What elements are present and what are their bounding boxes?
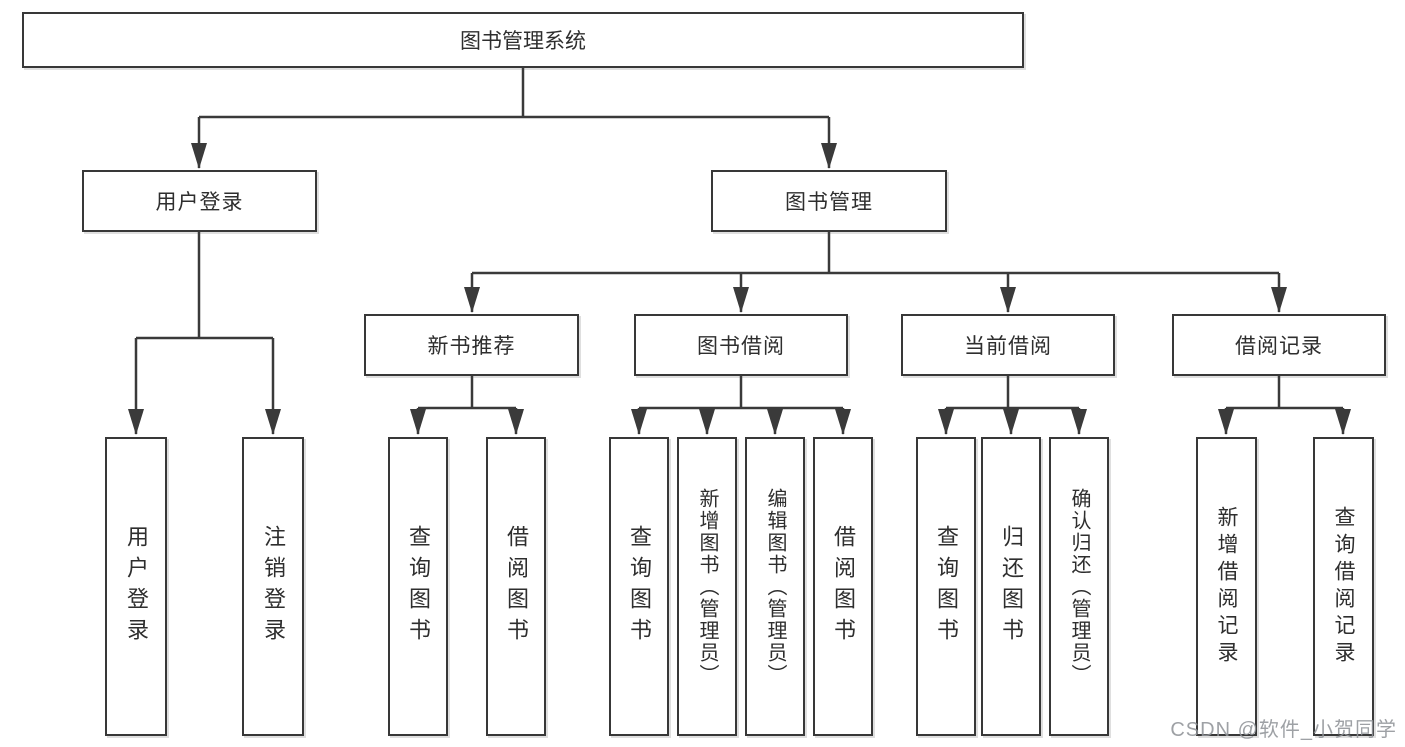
node-label: 新增图书（管理员） [696, 487, 718, 686]
node-label: 借阅图书 [504, 524, 529, 649]
node-label: 注销登录 [261, 524, 286, 649]
leaf-confirm-return-admin: 确认归还（管理员） [1049, 437, 1109, 736]
node-label: 查询借阅记录 [1332, 505, 1355, 668]
leaf-return-books: 归还图书 [981, 437, 1041, 736]
leaf-query-books-current: 查询图书 [916, 437, 976, 736]
node-label: 借阅记录 [1235, 335, 1323, 358]
leaf-borrow-books-borrowing: 借阅图书 [813, 437, 873, 736]
node-label: 归还图书 [999, 524, 1024, 649]
node-label: 新书推荐 [427, 335, 516, 358]
node-label: 确认归还（管理员） [1068, 487, 1090, 686]
leaf-add-book-admin: 新增图书（管理员） [677, 437, 737, 736]
node-new-book-recommend: 新书推荐 [364, 314, 579, 376]
leaf-borrow-books-recommend: 借阅图书 [486, 437, 546, 736]
node-borrowing-records: 借阅记录 [1172, 314, 1386, 376]
node-label: 用户登录 [155, 191, 244, 214]
node-book-management: 图书管理 [711, 170, 947, 232]
node-label: 当前借阅 [964, 335, 1052, 358]
node-label: 图书借阅 [697, 335, 785, 358]
node-label: 新增借阅记录 [1215, 505, 1238, 668]
node-label: 查询图书 [934, 524, 959, 649]
node-book-borrowing: 图书借阅 [634, 314, 848, 376]
leaf-query-books-recommend: 查询图书 [388, 437, 448, 736]
watermark: CSDN @软件_小贺同学 [1170, 719, 1397, 741]
leaf-logout: 注销登录 [242, 437, 304, 736]
node-label: 图书管理 [785, 191, 873, 214]
leaf-user-login: 用户登录 [105, 437, 167, 736]
leaf-edit-book-admin: 编辑图书（管理员） [745, 437, 805, 736]
node-label: 查询图书 [406, 524, 431, 649]
node-label: 编辑图书（管理员） [764, 487, 786, 686]
node-label: 查询图书 [627, 524, 652, 649]
node-library-system: 图书管理系统 [22, 12, 1024, 68]
node-current-borrowing: 当前借阅 [901, 314, 1115, 376]
leaf-query-borrow-record: 查询借阅记录 [1313, 437, 1374, 736]
node-label: 图书管理系统 [460, 30, 586, 53]
node-user-login: 用户登录 [82, 170, 317, 232]
node-label: 用户登录 [124, 524, 149, 649]
leaf-add-borrow-record: 新增借阅记录 [1196, 437, 1257, 736]
node-label: 借阅图书 [831, 524, 856, 649]
leaf-query-books-borrowing: 查询图书 [609, 437, 669, 736]
